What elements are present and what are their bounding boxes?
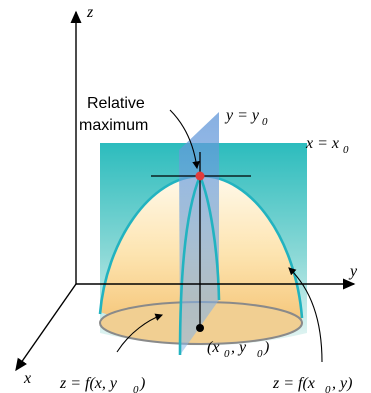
relative-maximum-label-line2: maximum [79,117,148,134]
svg-text:0: 0 [133,384,139,393]
svg-text:): ) [263,339,269,356]
plane-y-equals-y0 [178,112,221,356]
y-axis-label: y [348,263,358,280]
svg-text:0: 0 [325,384,331,393]
svg-text:x = x: x = x [305,135,339,152]
relative-maximum-point [195,171,205,181]
svg-text:, y: , y [231,339,247,356]
axes [15,10,356,372]
annotation-arrows [116,109,323,363]
plane-y-label: y = y 0 [224,107,268,128]
svg-text:0: 0 [224,348,230,360]
svg-text:z = f(x, y: z = f(x, y [59,375,118,392]
curve-left-label: z = f(x, y 0 ) [59,375,145,393]
svg-text:0: 0 [262,116,268,128]
relative-maximum-label-line1: Relative [87,95,145,112]
trace-curve-y [178,175,202,356]
svg-text:0: 0 [343,144,349,156]
svg-text:, y): , y) [332,375,352,392]
svg-text:0: 0 [257,348,263,360]
x-axis [15,283,77,372]
svg-text:): ) [139,375,145,392]
z-axis-label: z [86,4,94,21]
svg-text:y = y: y = y [224,107,260,124]
curve-right-label: z = f(x 0 , y) [272,375,352,393]
plane-x-label: x = x 0 [305,135,349,156]
point-label: (x 0 , y 0 ) [207,339,269,360]
x-axis-label: x [23,370,31,387]
base-point [196,324,204,332]
svg-text:(x: (x [207,339,219,356]
svg-text:z = f(x: z = f(x [272,375,315,392]
